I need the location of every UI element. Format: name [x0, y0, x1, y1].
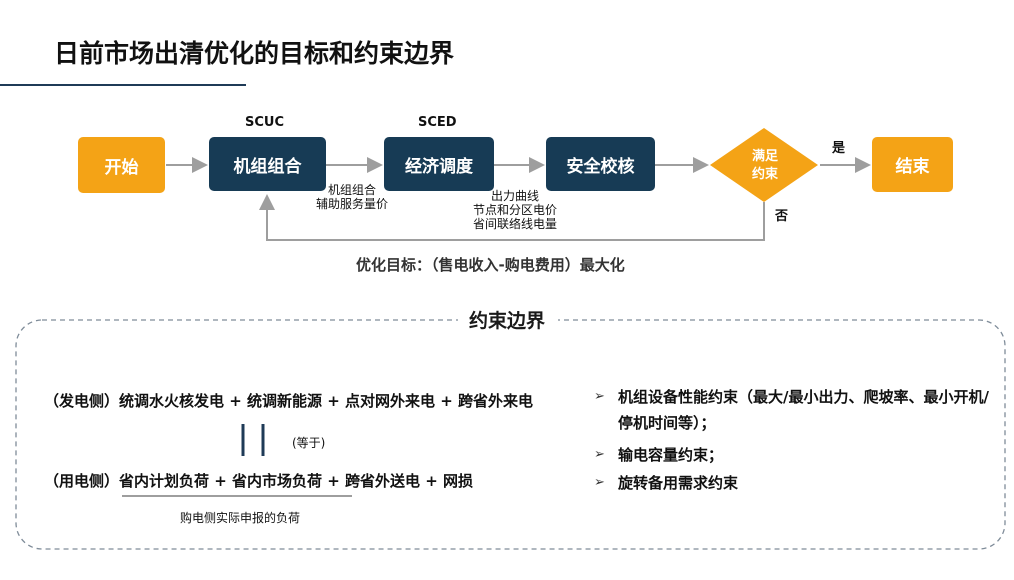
bullet-arrow-icon: ➢ — [594, 389, 605, 404]
objective-text: 优化目标：（售电收入-购电费用）最大化 — [356, 256, 625, 274]
constraint-item-text: 机组设备性能约束（最大/最小出力、爬坡率、最小开机/停机时间等）； — [618, 388, 989, 432]
consumption-side-equation: （用电侧）省内计划负荷 + 省内市场负荷 + 跨省外送电 + 网损 — [44, 472, 474, 490]
yes-label: 是 — [832, 141, 846, 156]
sced-output-line2: 节点和分区电价 — [472, 203, 557, 217]
arrow-loop-back — [259, 194, 765, 241]
decision-label-line1: 满足 — [751, 149, 778, 164]
security-check-node: 安全校核 — [546, 137, 655, 191]
constraint-item: ➢ 机组设备性能约束（最大/最小出力、爬坡率、最小开机/停机时间等）； — [594, 384, 994, 436]
generation-side-equation: （发电侧）统调水火核发电 + 统调新能源 + 点对网外来电 + 跨省外来电 — [44, 392, 534, 410]
sced-output-line3: 省间联络线电量 — [472, 217, 557, 231]
scuc-output-line1: 机组组合 — [327, 183, 376, 197]
bullet-arrow-icon: ➢ — [594, 447, 605, 462]
decision-diamond — [710, 128, 818, 202]
constraint-item-text: 旋转备用需求约束 — [618, 474, 739, 492]
decision-label-line2: 约束 — [751, 167, 778, 182]
sced-label: SCED — [418, 115, 457, 130]
sced-output-line1: 出力曲线 — [490, 189, 539, 203]
unit-commitment-node: 机组组合 — [209, 137, 326, 191]
economic-dispatch-node: 经济调度 — [384, 137, 494, 191]
constraint-item-text: 输电容量约束； — [618, 446, 724, 464]
start-node: 开始 — [78, 137, 165, 193]
equal-note: (等于) — [292, 436, 326, 450]
scuc-label: SCUC — [245, 115, 284, 130]
bullet-arrow-icon: ➢ — [594, 475, 605, 490]
declared-load-note: 购电侧实际申报的负荷 — [180, 511, 301, 525]
no-label: 否 — [775, 209, 789, 224]
constraint-item: ➢ 旋转备用需求约束 — [594, 470, 994, 496]
section-title-bg — [458, 304, 558, 336]
constraint-list: ➢ 机组设备性能约束（最大/最小出力、爬坡率、最小开机/停机时间等）； ➢ 输电… — [594, 384, 994, 496]
page-title: 日前市场出清优化的目标和约束边界 — [54, 39, 455, 68]
decision-label: 满足 约束 — [735, 148, 795, 184]
constraint-item: ➢ 输电容量约束； — [594, 442, 994, 468]
title-underline — [0, 84, 246, 86]
scuc-output: 机组组合 辅助服务量价 — [312, 183, 392, 211]
sced-output: 出力曲线 节点和分区电价 省间联络线电量 — [465, 189, 565, 231]
scuc-output-line2: 辅助服务量价 — [315, 197, 388, 211]
end-node: 结束 — [872, 137, 953, 192]
constraints-title: 约束边界 — [468, 310, 545, 332]
